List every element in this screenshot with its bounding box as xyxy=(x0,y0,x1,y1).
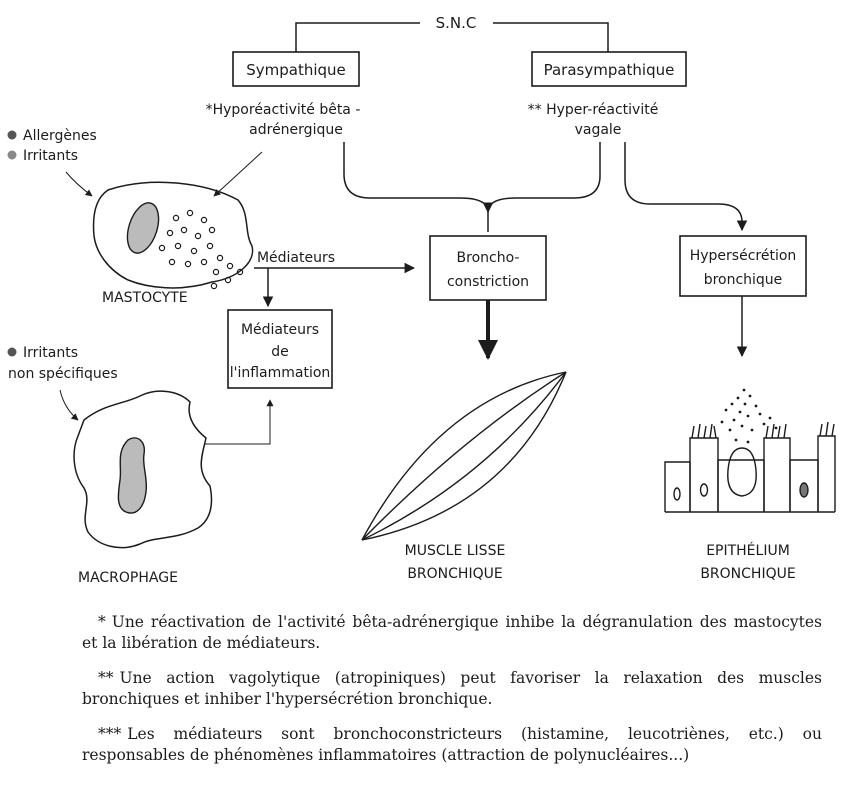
footnote-mark: *** xyxy=(98,725,122,743)
macrophage-to-inflammation-arrow xyxy=(204,399,274,445)
bullet-icon xyxy=(7,347,17,357)
irritants-label: Irritants xyxy=(23,148,78,164)
parasympathique-label: Parasympathique xyxy=(544,61,675,79)
footnote-2: **Une action vagolytique (atropiniques) … xyxy=(82,668,822,710)
footnotes: *Une réactivation de l'activité bêta-adr… xyxy=(82,612,822,780)
mucus-secretion xyxy=(720,388,778,444)
muscle-label-line2: BRONCHIQUE xyxy=(407,566,502,582)
parasympathique-to-bronchoconstriction-line xyxy=(482,142,601,214)
footnote-3: ***Les médiateurs sont bronchoconstricte… xyxy=(82,724,822,766)
snc-right-branch xyxy=(493,22,609,52)
macrophage-label: MACROPHAGE xyxy=(78,570,178,586)
inflammation-mediators-box xyxy=(227,309,333,389)
bronchoconstriction-box xyxy=(429,235,547,301)
bronchoconstriction-line2: constriction xyxy=(447,274,529,290)
mediateurs-label: Médiateurs xyxy=(257,250,335,266)
hyporeactivite-line1: *Hyporéactivité bêta - xyxy=(206,102,361,118)
footnote-text: Les médiateurs sont bronchoconstricteurs… xyxy=(82,725,822,764)
snc-left-branch xyxy=(295,22,420,52)
pathophysiology-diagram: S.N.C Sympathique Parasympathique *Hypor… xyxy=(7,14,836,586)
inflammation-mediators-line1: Médiateurs xyxy=(241,322,319,338)
allergenes-arrow xyxy=(65,171,93,197)
footnote-mark: * xyxy=(98,613,106,631)
epithelium-label-line2: BRONCHIQUE xyxy=(700,566,795,582)
inflammation-mediators-line3: l'inflammation xyxy=(230,365,331,381)
sympathique-box xyxy=(232,51,360,87)
parasympathique-to-hypersecretion-line xyxy=(624,142,748,232)
hypersecretion-line1: Hypersécrétion xyxy=(690,248,797,264)
hyperreactivite-line1: ** Hyper-réactivité xyxy=(528,102,659,118)
mastocyte-cell xyxy=(92,181,254,289)
hypersecretion-box xyxy=(679,235,807,297)
macrophage-nucleus xyxy=(117,437,148,514)
irritants-ns-line2: non spécifiques xyxy=(8,366,118,382)
epithelium-icon xyxy=(664,421,836,513)
epithelium-label-line1: EPITHÉLIUM xyxy=(706,542,790,559)
bullet-icon xyxy=(7,150,17,160)
muscle-label-line1: MUSCLE LISSE xyxy=(405,543,506,559)
bullet-icon xyxy=(7,130,17,140)
footnote-text: Une action vagolytique (atropiniques) pe… xyxy=(82,669,822,708)
allergenes-label: Allergènes xyxy=(23,128,97,144)
sympathique-to-mastocyte-arrow xyxy=(213,151,263,197)
mastocyte-granules xyxy=(158,209,244,290)
footnote-text: Une réactivation de l'activité bêta-adré… xyxy=(82,613,822,652)
bronchoconstriction-line1: Broncho- xyxy=(457,250,520,266)
inflammation-mediators-line2: de xyxy=(271,344,289,360)
smooth-muscle-icon xyxy=(361,371,567,541)
irritants-ns-arrow xyxy=(59,389,79,421)
sympathique-to-bronchoconstriction-line xyxy=(343,142,489,232)
macrophage-cell xyxy=(73,390,213,549)
snc-label: S.N.C xyxy=(436,14,477,32)
sympathique-label: Sympathique xyxy=(246,61,346,79)
parasympathique-box xyxy=(531,51,687,87)
hypersecretion-line2: bronchique xyxy=(704,272,783,288)
mastocyte-label: MASTOCYTE xyxy=(102,290,188,306)
mastocyte-nucleus xyxy=(126,202,160,254)
footnote-1: *Une réactivation de l'activité bêta-adr… xyxy=(82,612,822,654)
hyperreactivite-line2: vagale xyxy=(575,122,622,138)
hyporeactivite-line2: adrénergique xyxy=(249,122,343,138)
footnote-mark: ** xyxy=(98,669,114,687)
irritants-ns-line1: Irritants xyxy=(23,345,78,361)
